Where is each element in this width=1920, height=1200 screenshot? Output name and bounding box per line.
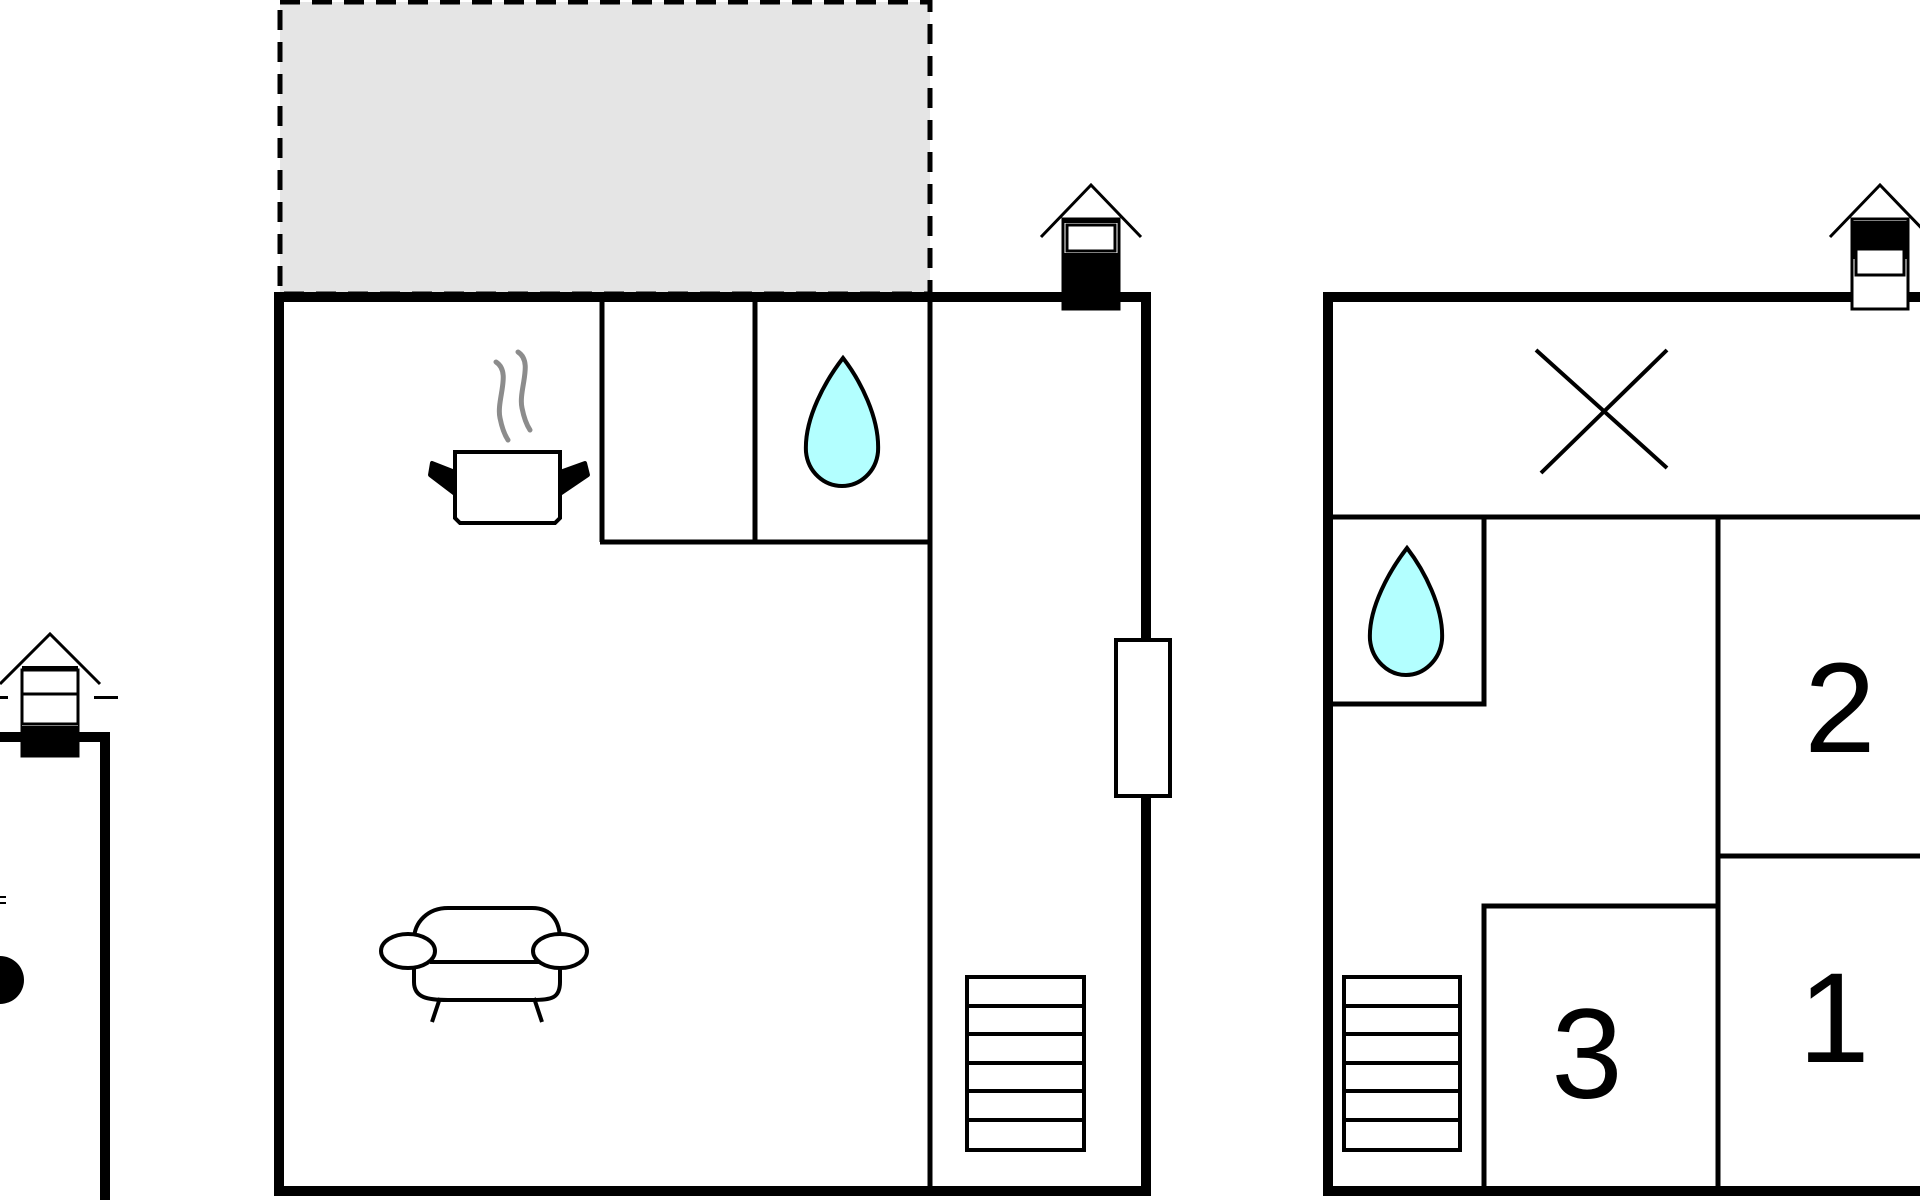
house-entrance-icon <box>1828 182 1920 311</box>
right-building <box>1323 292 1920 1196</box>
stairs-icon <box>1342 975 1462 1152</box>
window-icon <box>1114 638 1172 798</box>
void-cross-icon <box>1534 348 1669 475</box>
left-building <box>0 732 110 1200</box>
partial-room-number <box>0 956 24 1004</box>
house-entrance-icon <box>0 631 118 758</box>
room-number-1: 1 <box>1798 947 1869 1090</box>
house-entrance-icon <box>1039 182 1143 311</box>
sofa-icon <box>379 906 589 1023</box>
room-number-2: 2 <box>1804 637 1875 780</box>
stairs-icon <box>965 975 1086 1152</box>
room-number-3: 3 <box>1551 983 1622 1126</box>
water-drop-icon <box>803 354 881 489</box>
kitchen-pot-icon <box>428 349 590 525</box>
terrace-area <box>277 0 933 297</box>
water-drop-icon <box>1367 544 1445 678</box>
